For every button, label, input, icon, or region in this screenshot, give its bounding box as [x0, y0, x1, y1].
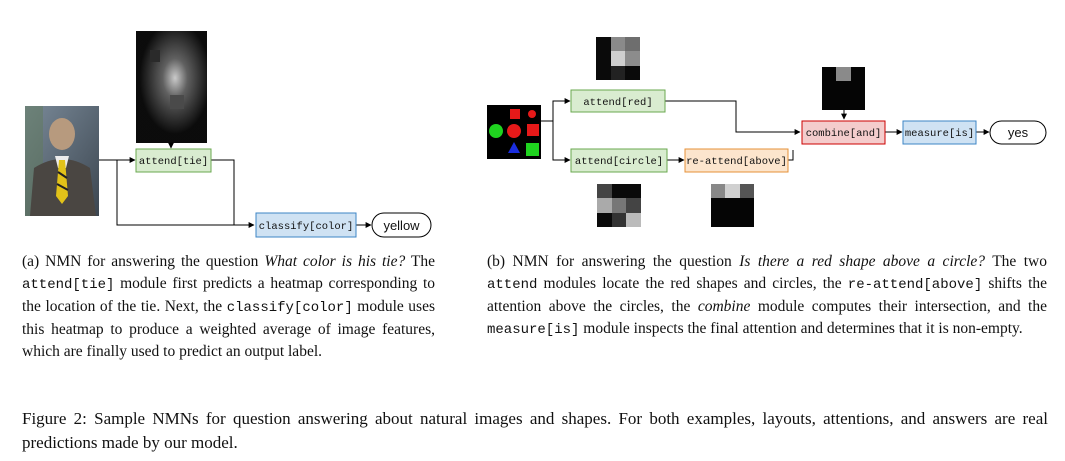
attention-heatmap-a: [136, 31, 207, 143]
svg-text:attend[circle]: attend[circle]: [575, 156, 663, 168]
module-classify-color: classify[color]: [255, 212, 357, 238]
caption-b-text-2: modules locate the red shapes and circle…: [537, 275, 848, 292]
answer-yellow: yellow: [371, 212, 432, 238]
caption-b-text-4: module computes their intersection, and …: [750, 298, 1047, 315]
caption-a-code-attend: attend[tie]: [22, 277, 115, 293]
attention-heatmap-red: [596, 37, 640, 80]
caption-panel-a: (a) NMN for answering the question What …: [22, 251, 435, 363]
svg-text:re-attend[above]: re-attend[above]: [686, 156, 787, 168]
connectors-a: [99, 142, 372, 228]
man-in-suit-photo: [25, 106, 99, 216]
module-attend-tie: attend[tie]: [135, 148, 212, 173]
module-attend-circle: attend[circle]: [570, 148, 668, 173]
svg-text:attend[tie]: attend[tie]: [139, 156, 208, 168]
caption-b-code-measure: measure[is]: [487, 322, 580, 338]
attention-heatmap-circle: [597, 184, 641, 227]
caption-a-text-2: module first predicts a heatmap correspo…: [22, 275, 435, 315]
caption-b-combine-word: combine: [697, 298, 751, 315]
answer-yes: yes: [989, 120, 1047, 145]
svg-text:attend[red]: attend[red]: [583, 97, 652, 109]
caption-b-text-3: shifts the attention above the circles, …: [487, 275, 1047, 315]
caption-a-prefix: (a) NMN for answering the question: [22, 253, 265, 270]
figure-caption: Figure 2: Sample NMNs for question answe…: [22, 409, 1048, 452]
panel-b: attend[red] attend[circle] re-attend[abo…: [487, 37, 1047, 227]
caption-b-text-1: The two: [985, 253, 1047, 270]
caption-b-code-reattend: re-attend[above]: [847, 277, 983, 293]
caption-panel-b: (b) NMN for answering the question Is th…: [487, 251, 1047, 341]
caption-a-question: What color is his tie?: [264, 253, 406, 270]
svg-text:yellow: yellow: [383, 218, 420, 233]
svg-text:measure[is]: measure[is]: [905, 128, 974, 140]
attention-heatmap-reattend: [711, 184, 754, 227]
panel-a: attend[tie] classify[color] yellow: [25, 31, 432, 238]
module-reattend-above: re-attend[above]: [684, 148, 789, 173]
attention-heatmap-combine: [822, 67, 865, 110]
caption-a-text-3: module uses this heatmap to produce a we…: [22, 298, 435, 360]
module-attend-red: attend[red]: [570, 89, 666, 113]
svg-text:combine[and]: combine[and]: [806, 128, 882, 140]
caption-b-code-attend: attend: [487, 277, 538, 293]
caption-b-prefix: (b) NMN for answering the question: [487, 253, 740, 270]
module-measure-is: measure[is]: [902, 120, 977, 145]
svg-text:classify[color]: classify[color]: [259, 221, 354, 233]
caption-b-text-5: module inspects the final attention and …: [579, 320, 1023, 337]
figure-diagram: attend[tie] classify[color] yellow: [25, 31, 1047, 238]
caption-b-question: Is there a red shape above a circle?: [739, 253, 986, 270]
caption-a-text-1: The: [405, 253, 436, 270]
connectors-b: [541, 98, 990, 163]
module-combine-and: combine[and]: [801, 120, 886, 145]
shapes-image: [487, 105, 541, 159]
caption-a-code-classify: classify[color]: [226, 300, 353, 316]
svg-text:yes: yes: [1008, 125, 1029, 140]
